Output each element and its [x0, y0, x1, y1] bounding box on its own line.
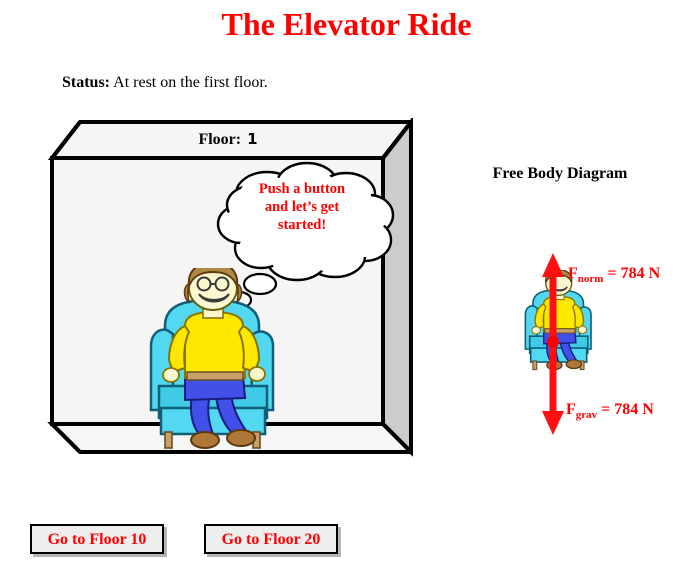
elevator-edge-topleft-diagonal: [50, 120, 82, 160]
fgrav-symbol: F: [566, 401, 576, 418]
floor-number-value: 1: [247, 130, 258, 148]
thought-line-3: started!: [277, 217, 327, 233]
chair-skirt: [159, 406, 267, 436]
belt: [186, 371, 244, 381]
elevator-edge-topright-diagonal: [381, 120, 413, 160]
sweater-arm-right: [237, 324, 261, 374]
fgrav-label: Fgrav = 784 N: [566, 401, 654, 421]
fgrav-value: = 784 N: [601, 401, 654, 418]
center-of-mass-dot: [547, 336, 559, 348]
status-label: Status:: [62, 74, 111, 91]
person-in-chair: [149, 268, 275, 449]
chair-leg-left: [164, 431, 173, 449]
hair-sideburn-right: [235, 282, 243, 304]
shoe-left: [190, 431, 220, 449]
sweater-arm-left: [167, 324, 191, 374]
hand-right: [248, 366, 266, 382]
mouth-smile: [198, 293, 230, 303]
elevator-edge-bottomleft-diagonal: [50, 422, 82, 454]
go-to-floor-10-button[interactable]: Go to Floor 10: [30, 524, 164, 554]
free-body-diagram-panel: Free Body Diagram: [470, 155, 693, 445]
status-line: Status: At rest on the first floor.: [62, 74, 268, 92]
shoe-right: [226, 429, 256, 447]
fgrav-subscript: grav: [575, 409, 598, 422]
thought-tail-bubble-large: [242, 272, 278, 296]
fnorm-label: Fnorm = 784 N: [568, 265, 660, 285]
thought-line-2: and let’s get: [264, 199, 340, 215]
hair-sideburn-left: [183, 282, 191, 304]
go-to-floor-20-button[interactable]: Go to Floor 20: [204, 524, 338, 554]
fnorm-symbol: F: [568, 265, 578, 282]
floor-label: Floor:: [198, 131, 242, 148]
fbd-force-arrows: [542, 253, 564, 435]
fnorm-subscript: norm: [577, 273, 604, 286]
thought-bubble-shape: [216, 161, 395, 310]
fbd-title: Free Body Diagram: [492, 165, 628, 182]
fnorm-value: = 784 N: [607, 265, 661, 282]
floor-readout: Floor: 1: [138, 130, 318, 149]
page-title: The Elevator Ride: [221, 6, 472, 42]
thought-bubble-text: Push a button and let’s get started!: [237, 180, 367, 234]
thought-line-1: Push a button: [258, 181, 346, 197]
thought-bubble: Push a button and let’s get started!: [203, 158, 403, 310]
hand-left: [162, 367, 180, 383]
fnorm-arrowhead-up: [542, 253, 564, 277]
status-value: At rest on the first floor.: [113, 74, 268, 91]
sweater-torso: [184, 310, 247, 379]
fgrav-arrowhead-down: [542, 411, 564, 435]
elevator-edge-bottomright-diagonal: [381, 422, 413, 454]
elevator-box: Floor: 1: [28, 118, 413, 466]
